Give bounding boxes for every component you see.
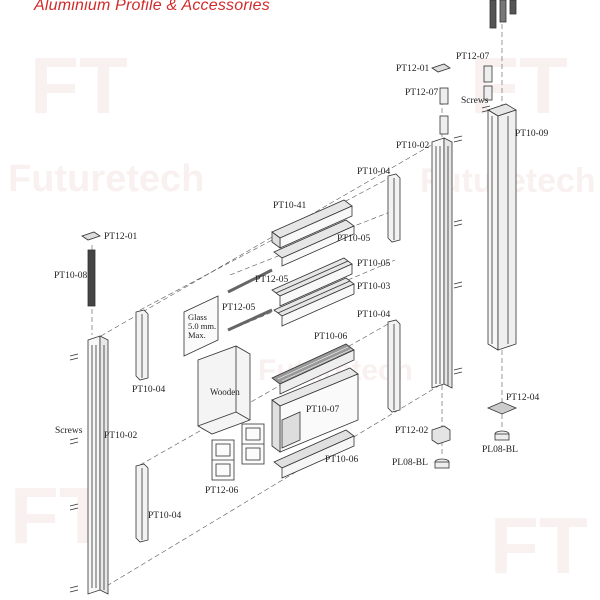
profile-pt10-05-upper [273, 219, 355, 267]
profile-pt10-04-left-upper [135, 309, 149, 381]
label-pt10-06-b: PT10-06 [325, 455, 359, 465]
rod-pt12-05-upper [227, 268, 273, 294]
label-pt12-07-a: PT12-07 [456, 52, 490, 62]
label-pt10-06-a: PT10-06 [314, 332, 348, 342]
foot-pl08-bl-b [494, 430, 510, 441]
profile-pt10-41 [271, 199, 353, 249]
label-screws-top: Screws [461, 96, 489, 106]
label-pt10-05-a: PT10-05 [337, 234, 371, 244]
cap-pt12-01-top [431, 63, 451, 73]
post-pt10-09 [487, 103, 517, 351]
bracket-pt12-02 [431, 425, 451, 445]
rod-pt12-05-lower [227, 308, 273, 332]
label-pt10-04-right-lower: PT10-04 [357, 310, 391, 320]
profile-pt10-04-right-lower [387, 319, 401, 413]
label-screws-left: Screws [55, 426, 83, 436]
label-pt10-07: PT10-07 [306, 405, 340, 415]
connector-pt12-06-b [241, 423, 265, 465]
label-pt10-02-right: PT10-02 [396, 141, 430, 151]
label-pt10-05-b: PT10-05 [357, 259, 391, 269]
label-pt12-01-top: PT12-01 [396, 64, 430, 74]
screws [69, 105, 491, 593]
label-pt10-03: PT10-03 [357, 282, 391, 292]
foot-pl08-bl-a [434, 458, 450, 469]
watermark-logo: FT [30, 41, 128, 130]
cap-pt12-01-left [81, 231, 101, 241]
profile-pt10-02-left [87, 335, 109, 595]
post-top-end [489, 0, 517, 29]
label-pt12-05-a: PT12-05 [255, 275, 289, 285]
label-pt10-41: PT10-41 [273, 201, 307, 211]
profile-pt10-05-middle [271, 257, 353, 307]
watermark-logo: FT [470, 41, 568, 130]
wooden-panel [197, 345, 251, 435]
label-glass: Glass 5.0 mm. Max. [188, 312, 217, 340]
base-plate-pt12-04 [486, 401, 518, 415]
profile-pt10-07 [271, 367, 359, 453]
label-pt12-07-b: PT12-07 [405, 88, 439, 98]
connector-pt12-06-a [211, 439, 235, 481]
label-pt10-08: PT10-08 [54, 271, 88, 281]
page-title: Aluminium Profile & Accessories [34, 0, 270, 14]
profile-pt10-03 [273, 277, 355, 327]
plate-pt12-07-d [483, 85, 493, 101]
plate-pt12-07-b [439, 115, 449, 135]
profile-pt10-06-lower [273, 429, 355, 479]
profile-pt10-06-upper [271, 343, 355, 395]
label-wooden: Wooden [210, 387, 240, 397]
label-pl08-bl-a: PL08-BL [392, 458, 428, 468]
label-pt10-04-mid-a: PT10-04 [132, 385, 166, 395]
plate-pt12-07-c [483, 65, 493, 83]
profile-pt10-02-right [431, 137, 453, 389]
label-pt12-04: PT12-04 [506, 393, 540, 403]
label-pl08-bl-b: PL08-BL [482, 445, 518, 455]
label-pt12-05-b: PT12-05 [222, 303, 256, 313]
label-pt12-06: PT12-06 [205, 486, 239, 496]
label-pt10-04-mid-b: PT10-04 [148, 511, 182, 521]
profile-pt10-04-right-upper [387, 173, 401, 243]
glass-panel [183, 295, 219, 357]
profile-pt10-04-left-lower [135, 463, 149, 543]
watermark-logo: FT [490, 501, 588, 590]
label-pt12-02: PT12-02 [395, 426, 429, 436]
label-pt12-01-left: PT12-01 [104, 232, 138, 242]
label-pt10-02-left: PT10-02 [104, 431, 138, 441]
watermark-brand: Futuretech [8, 158, 205, 200]
profile-pt10-08 [87, 249, 96, 307]
label-pt10-09: PT10-09 [515, 129, 549, 139]
plate-pt12-07-a [439, 87, 449, 105]
label-pt10-04-right-upper: PT10-04 [357, 167, 391, 177]
